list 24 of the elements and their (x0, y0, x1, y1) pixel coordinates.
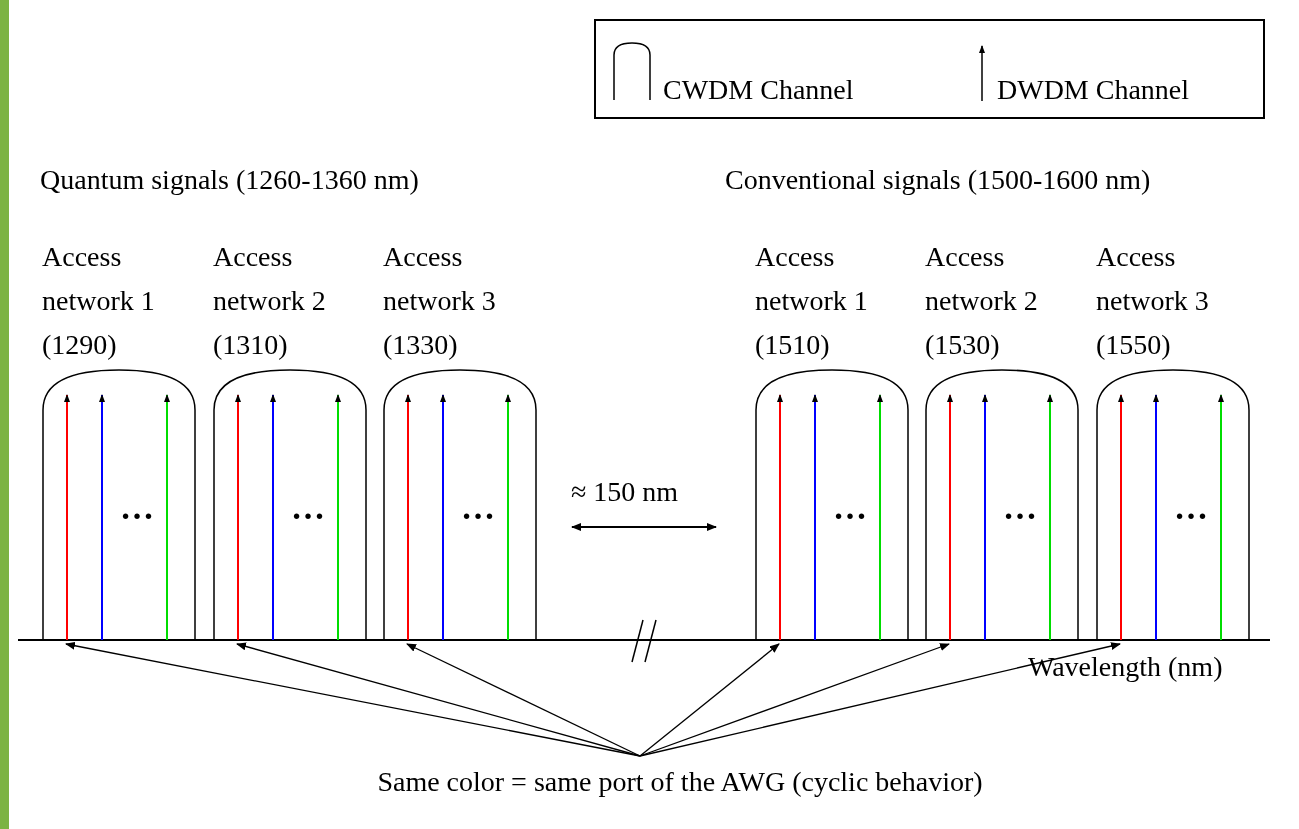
leader-arrow (639, 643, 780, 757)
leader-arrow (236, 642, 641, 757)
leader-arrow (639, 643, 950, 757)
ellipsis: … (1003, 493, 1037, 523)
channel-heading: Access network 2 (1310) (213, 240, 327, 362)
ellipsis: … (120, 493, 154, 523)
ellipsis: … (291, 493, 325, 523)
ellipsis: … (833, 493, 867, 523)
legend-label: DWDM Channel (997, 73, 1190, 107)
channel-heading: Access network 1 (1290) (42, 240, 156, 362)
axis-label: Wavelength (nm) (1028, 650, 1223, 684)
note-text: Same color = same port of the AWG (cyclic behavior) (260, 755, 1100, 799)
ellipsis: … (1174, 493, 1208, 523)
leader-arrow (639, 642, 1121, 757)
group-heading: Conventional signals (1500-1600 nm) (725, 163, 1151, 197)
channel-heading: Access network 3 (1550) (1096, 240, 1210, 362)
group-heading: Quantum signals (1260-1360 nm) (40, 163, 419, 197)
dimension-label: ≈ 150 nm (571, 475, 679, 509)
channel-heading: Access network 1 (1510) (755, 240, 869, 362)
leader-arrow (406, 643, 641, 757)
channel-heading: Access network 3 (1330) (383, 240, 497, 362)
legend-label: CWDM Channel (663, 73, 854, 107)
ellipsis: … (461, 493, 495, 523)
channel-heading: Access network 2 (1530) (925, 240, 1039, 362)
